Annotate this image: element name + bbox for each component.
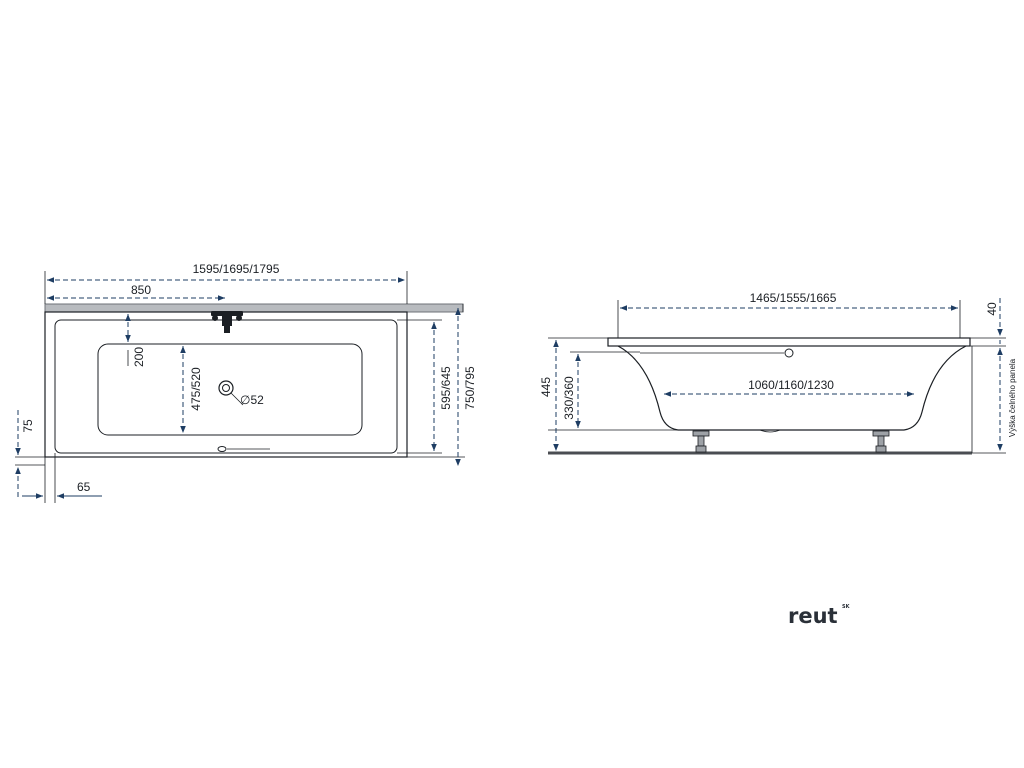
wall-strip	[44, 303, 464, 313]
drain-outer	[218, 380, 234, 396]
label-bottom-length: 1060/1160/1230	[748, 378, 834, 392]
leg-right-icon	[872, 430, 890, 453]
label-drain-offset: 850	[131, 283, 151, 297]
drain-inner	[222, 384, 230, 392]
label-rim-thickness: 40	[985, 302, 999, 316]
label-basin-width: 475/520	[189, 367, 203, 411]
brand-logo: reut SK	[788, 604, 851, 628]
label-drain-diameter: ∅52	[240, 393, 264, 407]
label-inner-depth: 330/360	[562, 376, 576, 420]
drain-housing	[759, 429, 781, 433]
overflow-icon	[217, 446, 227, 452]
tub-rim	[607, 337, 971, 347]
faucet-icon	[211, 311, 243, 333]
tub-inner-rim	[54, 319, 398, 454]
tub-basin	[97, 343, 363, 436]
tub-shell	[617, 345, 967, 431]
logo-suffix: SK	[842, 604, 851, 610]
leg-left-icon	[692, 430, 710, 453]
overflow-outlet-icon	[784, 348, 794, 358]
label-overall-width: 750/795	[463, 366, 477, 410]
label-inner-width: 595/645	[439, 366, 453, 410]
label-rim-width-bottom: 75	[21, 419, 35, 433]
label-overall-length: 1595/1695/1795	[193, 262, 280, 276]
label-top-length: 1465/1555/1665	[750, 291, 837, 305]
label-overall-height: 445	[539, 377, 553, 397]
label-rim-width-left: 65	[77, 480, 91, 494]
side-view: 1465/1555/1665 1060/1160/1230 445 330/36…	[539, 291, 1017, 455]
drain-leader	[230, 392, 244, 406]
top-view: 1595/1695/1795 850 200 475/520 ∅52 75 65…	[15, 262, 477, 503]
logo-text: reut	[788, 604, 838, 628]
label-inner-offset: 200	[132, 347, 146, 367]
label-panel-height: Výška čelného panela	[1008, 358, 1017, 437]
